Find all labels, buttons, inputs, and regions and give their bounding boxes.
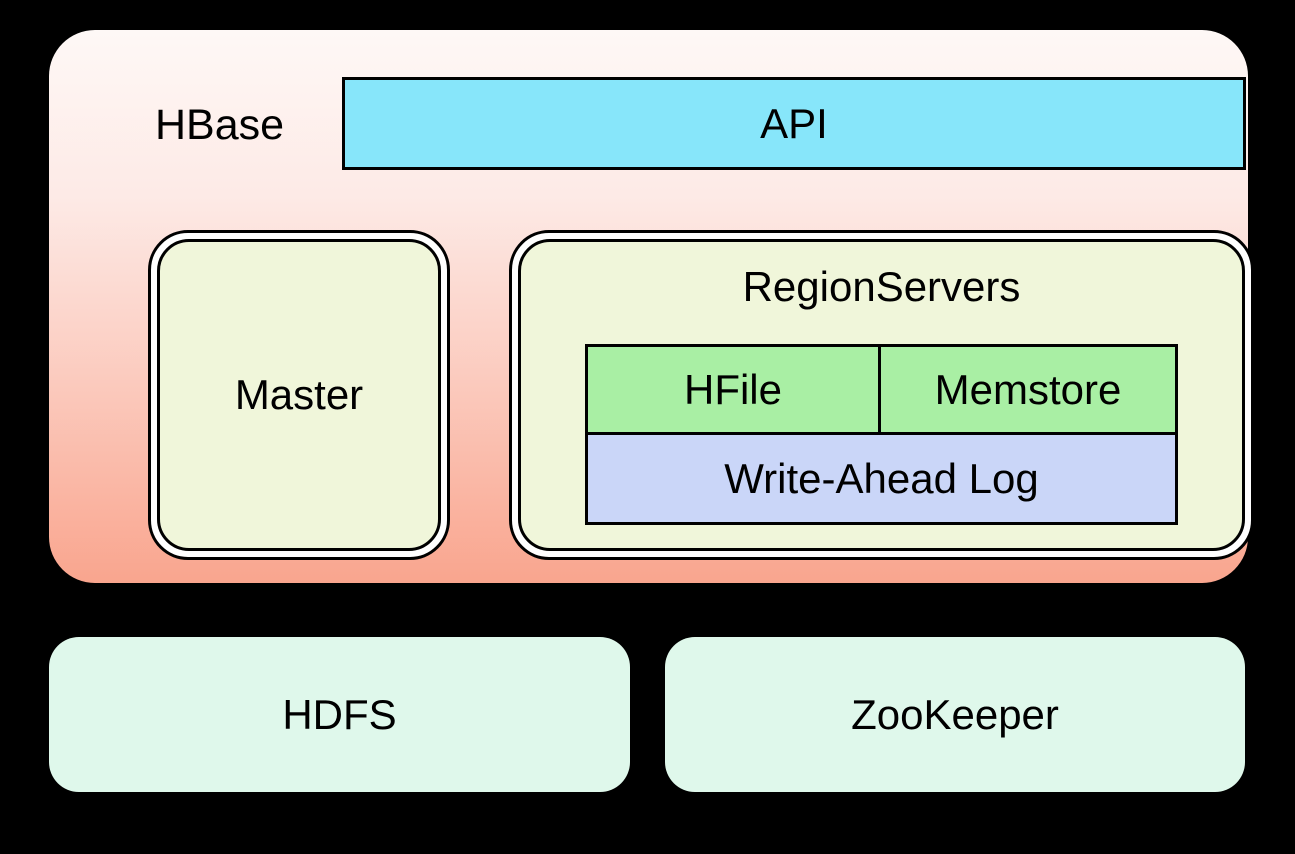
- master-box: Master: [148, 230, 450, 560]
- regionservers-box: RegionServers HFile Memstore Write-Ahead…: [509, 230, 1254, 560]
- hbase-container: HBase API Master RegionServers HFile Mem…: [49, 30, 1254, 583]
- master-box-inner: Master: [157, 239, 441, 551]
- zookeeper-label: ZooKeeper: [851, 690, 1059, 738]
- hfile-box: HFile: [585, 344, 881, 436]
- regionservers-table-row-top: HFile Memstore: [585, 344, 1178, 436]
- regionservers-box-inner: RegionServers HFile Memstore Write-Ahead…: [518, 239, 1245, 551]
- zookeeper-box: ZooKeeper: [665, 637, 1245, 792]
- write-ahead-log-box: Write-Ahead Log: [585, 435, 1178, 526]
- regionservers-title: RegionServers: [742, 263, 1021, 310]
- regionservers-table: HFile Memstore Write-Ahead Log: [585, 344, 1178, 526]
- master-label: Master: [234, 371, 364, 418]
- hbase-label: HBase: [155, 101, 285, 149]
- hdfs-box: HDFS: [49, 637, 630, 792]
- api-box: API: [342, 77, 1246, 170]
- api-label: API: [760, 99, 828, 147]
- memstore-box: Memstore: [881, 344, 1178, 436]
- hdfs-label: HDFS: [282, 690, 397, 738]
